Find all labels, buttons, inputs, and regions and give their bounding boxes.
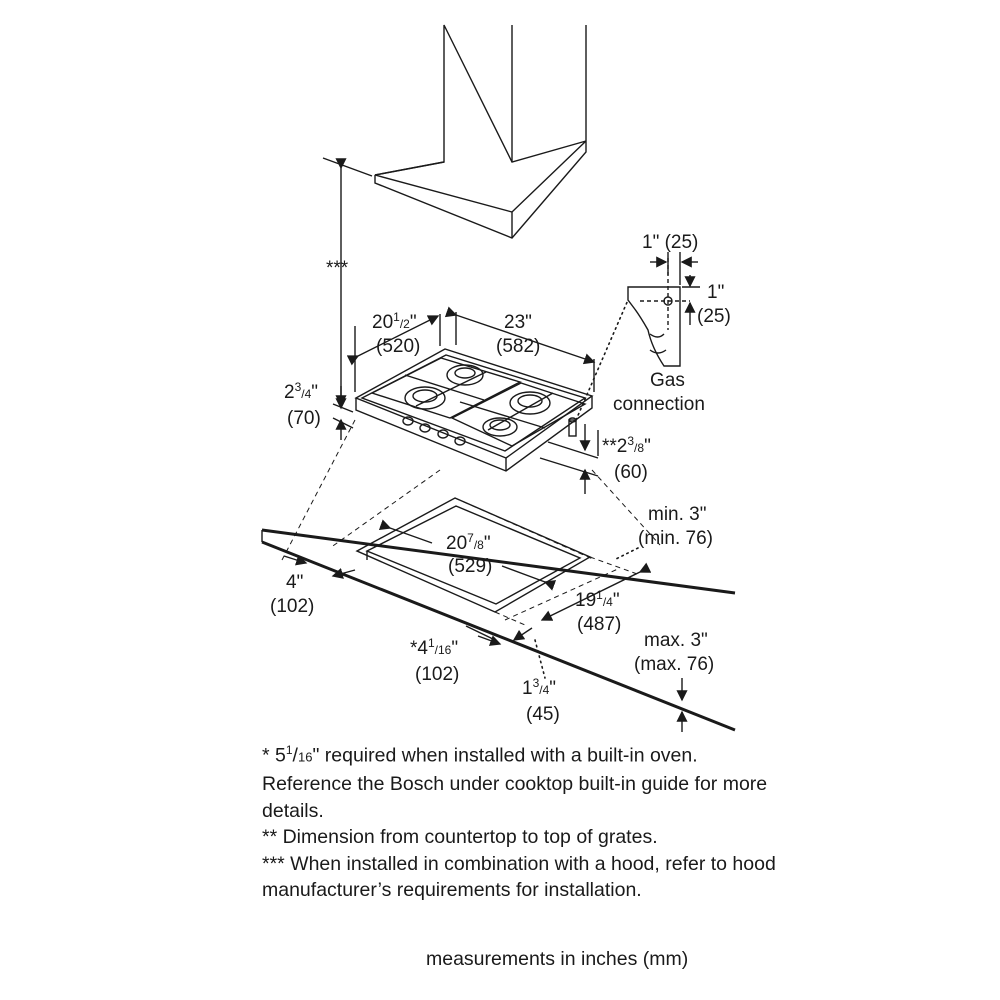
depth-in-label: 201/2" bbox=[372, 310, 417, 333]
height-in-label: 23/4" bbox=[284, 380, 318, 403]
side-clearance-in-label: *41/16" bbox=[410, 636, 458, 659]
min-rear-dimension: min. 3" (min. 76) bbox=[613, 504, 713, 561]
hood-clearance-label: *** bbox=[326, 258, 349, 279]
side-clearance-dimension: *41/16" (102) bbox=[410, 625, 533, 685]
height-mm-label: (70) bbox=[287, 408, 321, 429]
footnote-1: * 51/16" required when installed with a … bbox=[262, 743, 768, 822]
cutout-depth-dimension: 191/4" (487) bbox=[540, 562, 652, 635]
measurement-units-caption: measurements in inches (mm) bbox=[426, 948, 689, 970]
front-edge-in-label: 4" bbox=[286, 572, 303, 593]
cutout-depth-in-label: 191/4" bbox=[575, 588, 620, 611]
front-edge-dimension: 4" (102) bbox=[270, 554, 356, 617]
gas-offset-v-in-label: 1" bbox=[707, 282, 724, 303]
cooktop-width-dimension: 23" (582) bbox=[444, 306, 596, 392]
width-mm-label: (582) bbox=[496, 336, 540, 357]
gas-connection-detail: 1" (25) 1" (25) Gas connection bbox=[575, 232, 731, 421]
max-thickness-in-label: max. 3" bbox=[644, 630, 708, 651]
footnote-3: *** When installed in combination with a… bbox=[262, 852, 776, 902]
min-rear-mm-label: (min. 76) bbox=[638, 528, 713, 549]
back-clearance-dimension: 13/4" (45) bbox=[522, 639, 560, 725]
cooktop-height-dimension: 23/4" (70) bbox=[284, 380, 354, 440]
side-clearance-mm-label: (102) bbox=[415, 664, 459, 685]
width-in-label: 23" bbox=[504, 312, 532, 333]
gas-connection-label-1: Gas bbox=[650, 370, 685, 391]
cooktop-depth-dimension: 201/2" (520) bbox=[346, 310, 441, 392]
cooktop bbox=[354, 348, 594, 472]
back-clearance-mm-label: (45) bbox=[526, 704, 560, 725]
gas-connection-label-2: connection bbox=[613, 394, 705, 415]
countertop bbox=[261, 419, 736, 732]
max-thickness-mm-label: (max. 76) bbox=[634, 654, 714, 675]
footnotes: * 51/16" required when installed with a … bbox=[262, 737, 782, 904]
cutout-width-in-label: 207/8" bbox=[446, 531, 491, 554]
range-hood bbox=[374, 24, 587, 239]
min-rear-in-label: min. 3" bbox=[648, 504, 706, 525]
grate-height-dimension: **23/8" (60) bbox=[539, 424, 651, 494]
grate-height-in-label: **23/8" bbox=[602, 434, 651, 457]
gas-offset-h-label: 1" (25) bbox=[642, 232, 698, 253]
grate-height-mm-label: (60) bbox=[614, 462, 648, 483]
depth-mm-label: (520) bbox=[376, 336, 420, 357]
back-clearance-in-label: 13/4" bbox=[522, 676, 556, 699]
hood-clearance-dimension: *** bbox=[322, 157, 373, 407]
footnote-2: ** Dimension from countertop to top of g… bbox=[262, 826, 658, 848]
front-edge-mm-label: (102) bbox=[270, 596, 314, 617]
cutout-depth-mm-label: (487) bbox=[577, 614, 621, 635]
gas-offset-v-mm-label: (25) bbox=[697, 306, 731, 327]
cutout-width-dimension: 207/8" (529) bbox=[378, 519, 557, 591]
cutout-width-mm-label: (529) bbox=[448, 556, 492, 577]
max-thickness-dimension: max. 3" (max. 76) bbox=[634, 630, 714, 732]
